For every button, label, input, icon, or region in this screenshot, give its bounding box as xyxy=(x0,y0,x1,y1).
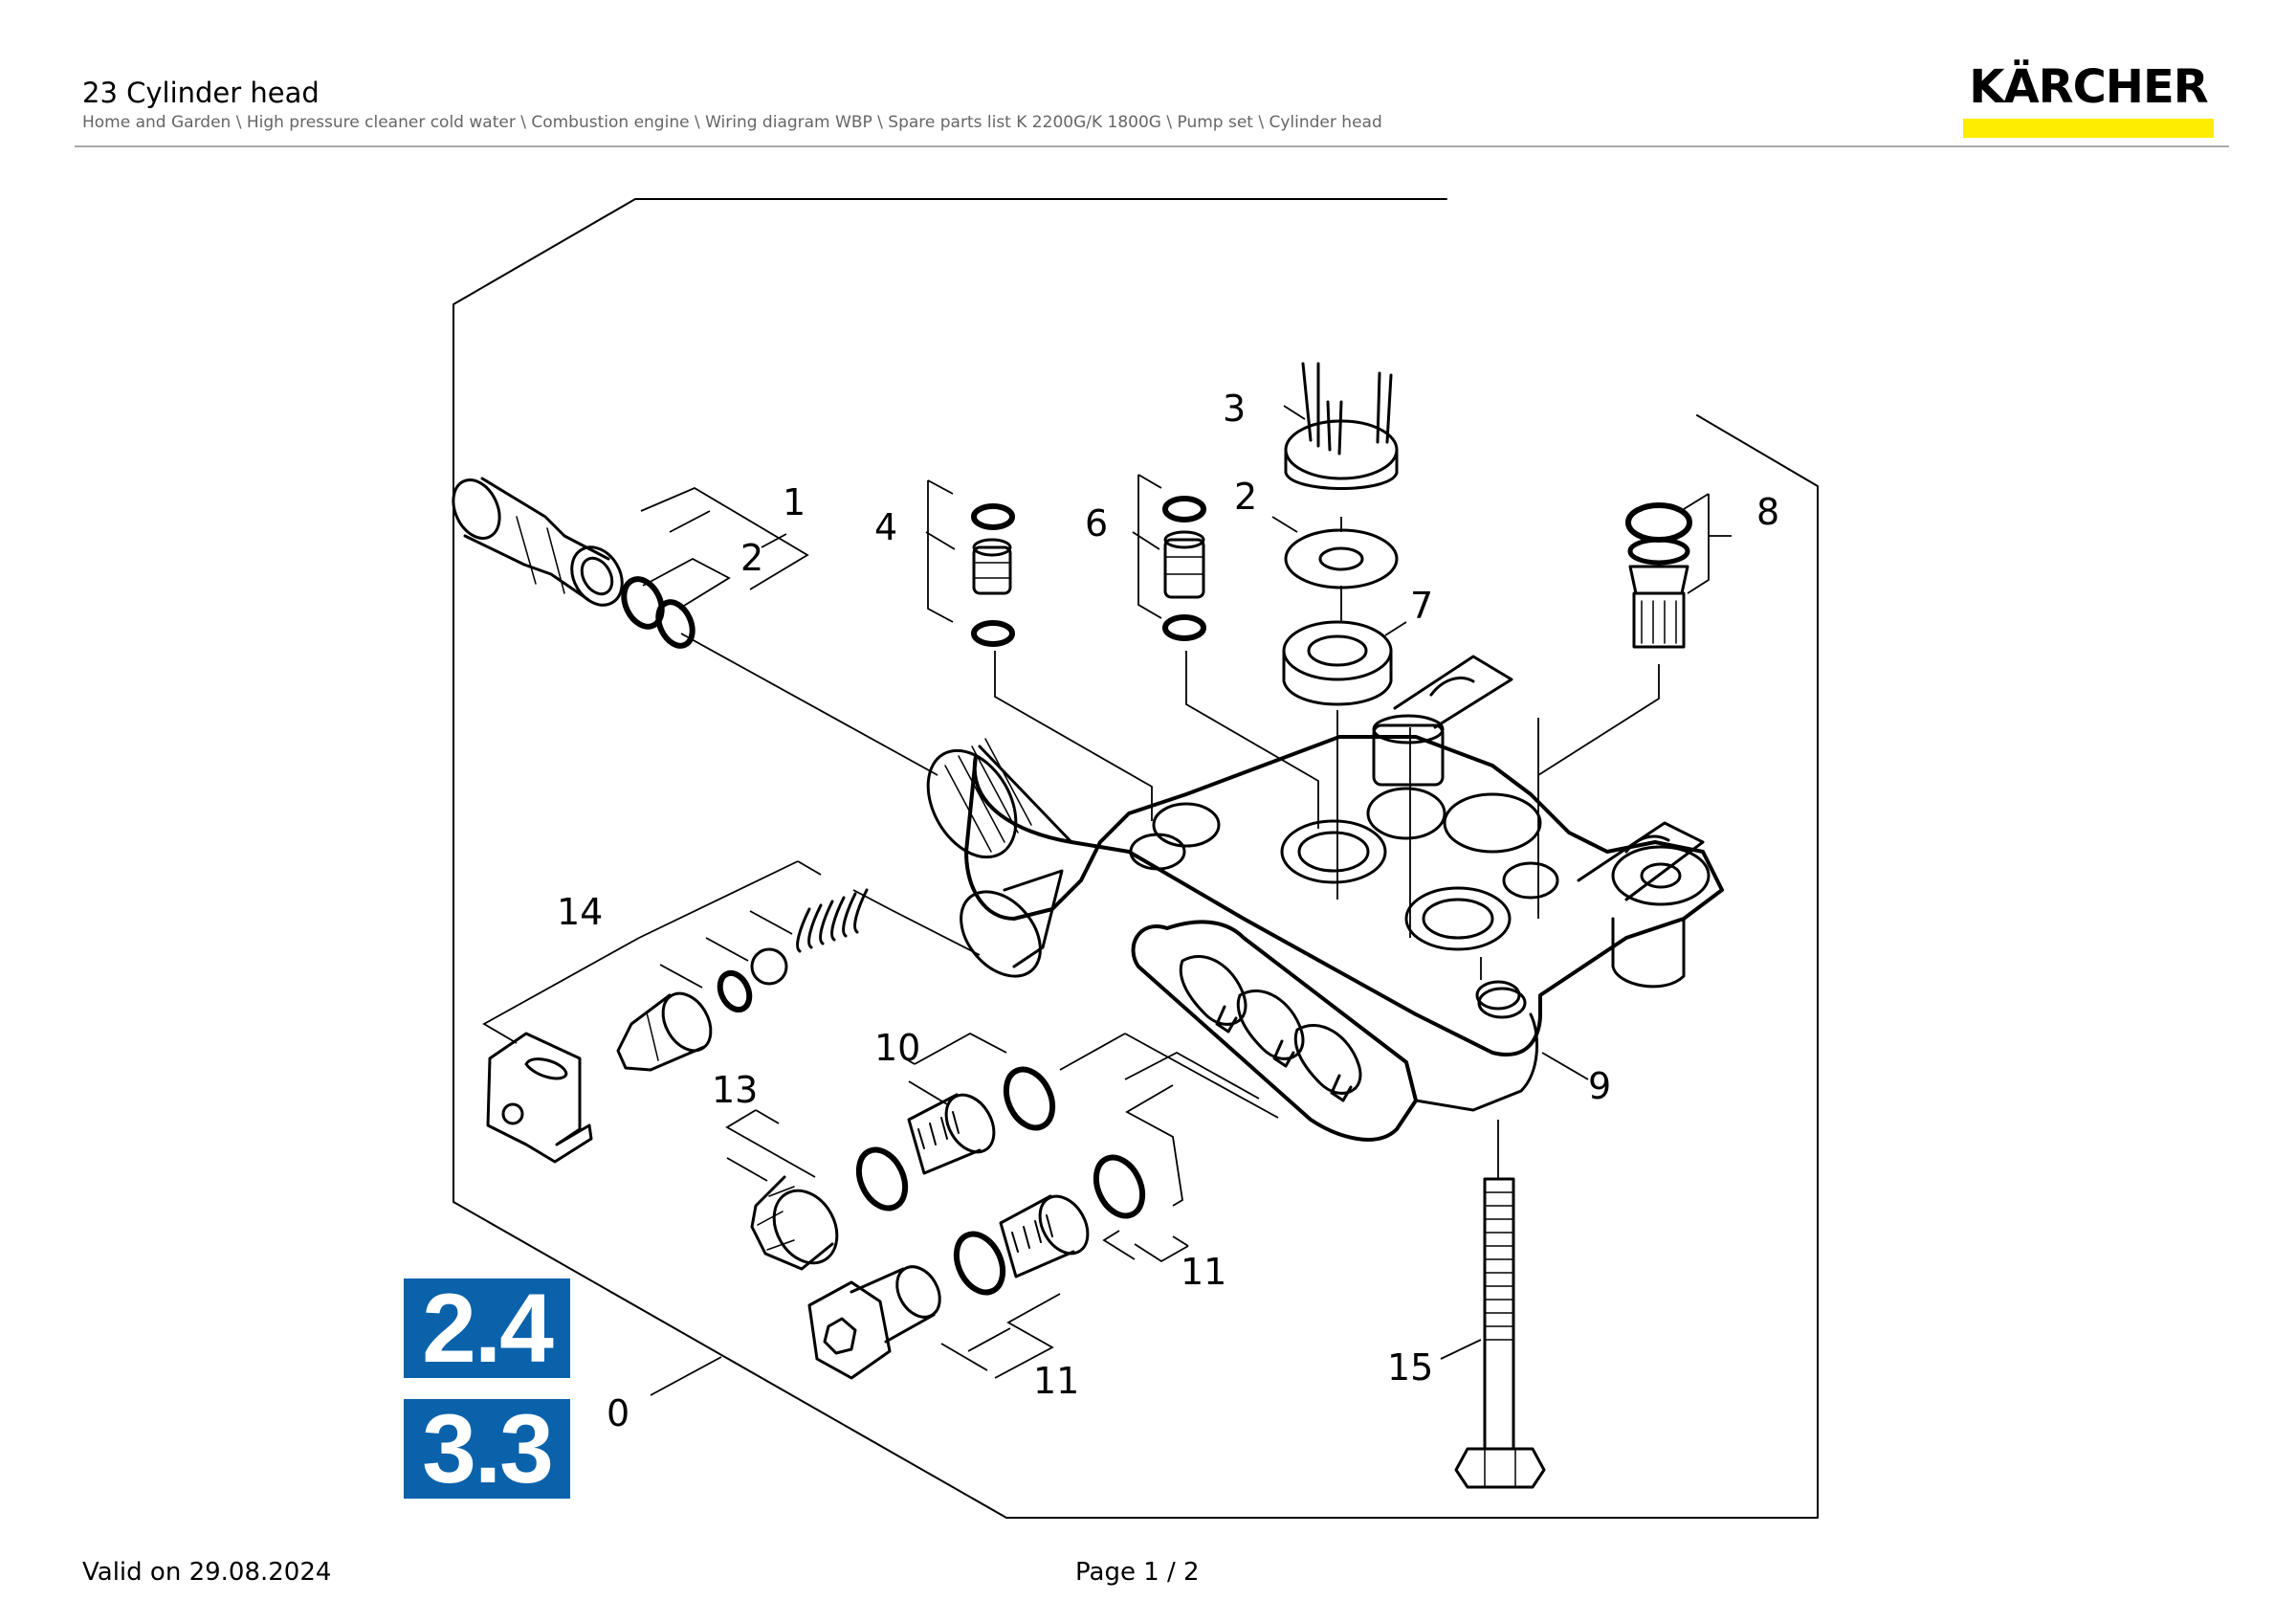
callout-20: 15 xyxy=(1387,1346,1433,1389)
callout-3: 2 xyxy=(1234,476,1257,518)
pump-housing xyxy=(926,655,1724,1142)
o-ring-14 xyxy=(855,1146,909,1212)
callout-8: 7 xyxy=(1410,585,1433,627)
callout-11-upper: 10 xyxy=(874,1027,920,1069)
o-ring-11a xyxy=(1003,1066,1056,1131)
page-title: 23 Cylinder head xyxy=(82,77,320,109)
nut-14 xyxy=(750,1175,839,1271)
washer-3 xyxy=(1284,528,1399,589)
callout-1: 1 xyxy=(783,481,806,523)
valve-insert-7 xyxy=(1163,530,1205,599)
logo-yellow-bar xyxy=(1963,119,2214,138)
callout-4: 3 xyxy=(1223,388,1246,430)
callout-6: 4 xyxy=(874,506,897,548)
ball-15 xyxy=(750,947,788,986)
callout-7: 6 xyxy=(1085,502,1108,545)
o-ring-7b xyxy=(1162,614,1206,641)
bolt xyxy=(1454,1177,1546,1489)
piston-15 xyxy=(616,991,713,1072)
header-divider xyxy=(75,145,2229,147)
page-number: Page 1 / 2 xyxy=(1075,1558,1200,1587)
valve-cartridge-11b xyxy=(999,1194,1090,1278)
callout-14: 13 xyxy=(712,1069,758,1111)
o-ring-2a xyxy=(621,576,665,630)
callout-2: 2 xyxy=(740,537,763,579)
valve-insert-6 xyxy=(972,538,1012,595)
retainer-4 xyxy=(1284,362,1399,490)
o-ring-2b xyxy=(655,599,695,649)
o-ring-7a xyxy=(1162,496,1206,522)
callout-0: 0 xyxy=(607,1392,629,1434)
spring-15 xyxy=(796,888,869,953)
o-ring-6b xyxy=(971,620,1015,647)
plug-13 xyxy=(807,1265,941,1380)
o-ring-15 xyxy=(717,969,753,1013)
o-ring-11b xyxy=(1093,1154,1146,1219)
valve-cartridge-11a xyxy=(907,1093,996,1175)
o-ring-6a xyxy=(971,503,1015,530)
breadcrumb[interactable]: Home and Garden \ High pressure cleaner … xyxy=(82,113,1382,132)
o-ring-9a xyxy=(1625,502,1692,543)
o-ring-13 xyxy=(953,1231,1006,1296)
bracket-15 xyxy=(486,1032,593,1164)
callout-15: 14 xyxy=(557,891,603,933)
callout-13: 11 xyxy=(1033,1360,1079,1402)
karcher-logo: KÄRCHER xyxy=(1961,57,2216,138)
seal-ring-8 xyxy=(1282,620,1393,706)
section-badge-2-4[interactable]: 2.4 xyxy=(404,1278,570,1378)
valve-9 xyxy=(1628,565,1689,649)
connector-fitting xyxy=(452,477,624,607)
callout-10: 9 xyxy=(1588,1065,1611,1107)
callout-9: 8 xyxy=(1756,491,1779,533)
callout-11-lower: 11 xyxy=(1181,1251,1226,1293)
validity-date: Valid on 29.08.2024 xyxy=(82,1558,332,1587)
logo-wordmark: KÄRCHER xyxy=(1969,60,2208,114)
assembly-frame xyxy=(453,198,1819,1519)
section-badge-3-3[interactable]: 3.3 xyxy=(404,1399,570,1499)
o-ring-9b xyxy=(1627,537,1690,566)
